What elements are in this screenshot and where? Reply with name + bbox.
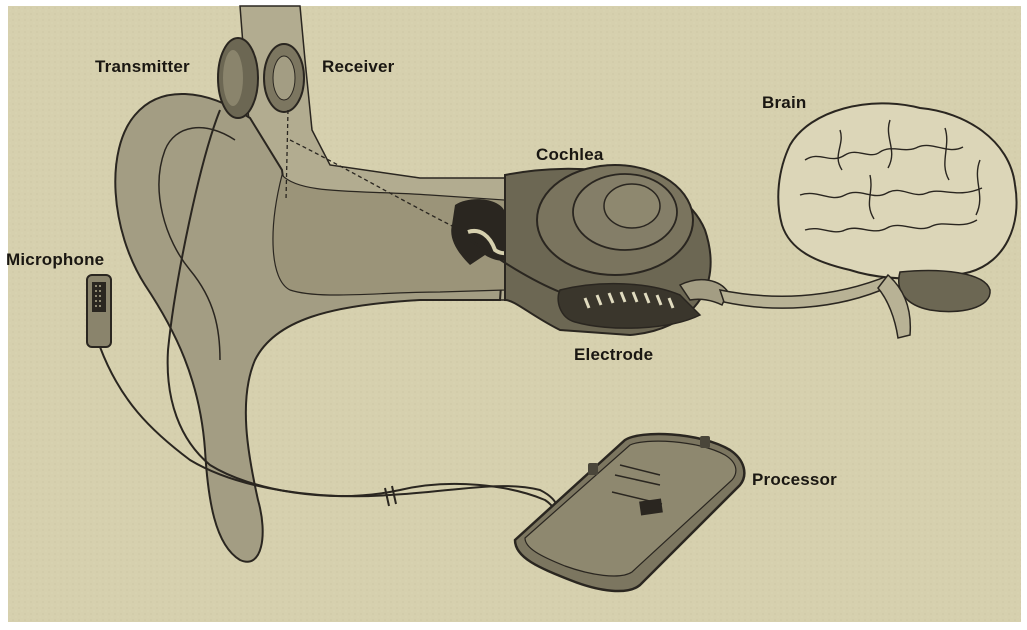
- label-cochlea: Cochlea: [536, 145, 604, 165]
- receiver-coil-face: [273, 56, 295, 100]
- label-electrode: Electrode: [574, 345, 653, 365]
- label-transmitter: Transmitter: [95, 57, 190, 77]
- transmitter-coil-face: [223, 50, 243, 106]
- cochlea-spiral-inner: [604, 184, 660, 228]
- label-microphone: Microphone: [6, 250, 104, 270]
- label-brain: Brain: [762, 93, 806, 113]
- label-receiver: Receiver: [322, 57, 395, 77]
- label-processor: Processor: [752, 470, 837, 490]
- processor-knob-right: [700, 436, 710, 448]
- processor-knob-left: [588, 463, 598, 475]
